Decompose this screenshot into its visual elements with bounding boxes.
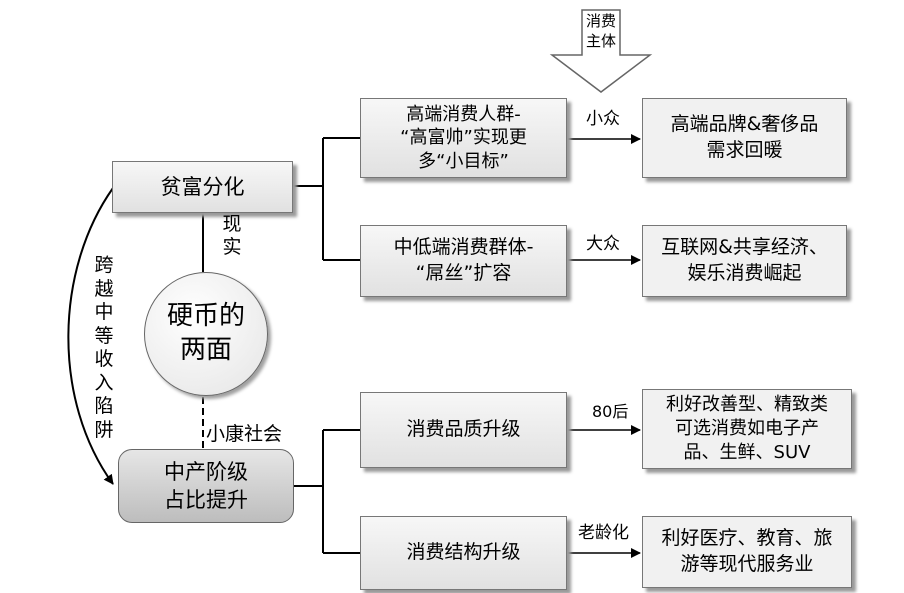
high-end-group-box: 高端消费人群- “高富帅”实现更 多“小目标” (360, 98, 567, 178)
high-end-line-1: 高端消费人群- (406, 103, 521, 125)
quality-upgrade-box: 消费品质升级 (360, 392, 567, 468)
structure-result-box: 利好医疗、教育、旅 游等现代服务业 (642, 516, 852, 588)
wealth-gap-text: 贫富分化 (160, 174, 245, 199)
middle-class-box: 中产阶级 占比提升 (118, 449, 294, 523)
wealth-gap-box: 贫富分化 (112, 161, 293, 213)
well-off-society-label: 小康社会 (206, 423, 283, 445)
reality-label: 现实 (222, 213, 242, 258)
middle-class-line-2: 占比提升 (164, 488, 248, 512)
niche-label: 小众 (586, 109, 620, 129)
structure-result-line-2: 游等现代服务业 (680, 553, 814, 575)
quality-result-line-3: 品、生鲜、SUV (683, 442, 811, 464)
consumer-subject-arrow-shape (549, 9, 653, 93)
quality-upgrade-text: 消费品质升级 (406, 418, 521, 441)
mid-low-line-1: 中低端消费群体- (393, 236, 534, 259)
coin-line-1: 硬币的 (166, 301, 245, 332)
mid-low-group-box: 中低端消费群体- “屌丝”扩容 (360, 225, 567, 297)
mid-low-line-2: “屌丝”扩容 (415, 262, 512, 284)
internet-result-line-2: 娱乐消费崛起 (687, 262, 802, 284)
quality-result-box: 利好改善型、精致类 可选消费如电子产 品、生鲜、SUV (642, 389, 852, 469)
high-end-line-2: “高富帅”实现更 (400, 127, 527, 149)
structure-upgrade-text: 消费结构升级 (406, 541, 521, 564)
consumer-subject-text: 消费主体 (585, 12, 616, 50)
middle-income-trap-label: 跨越中等收入陷阱 (94, 254, 114, 441)
middle-class-line-1: 中产阶级 (164, 459, 248, 484)
coin-line-2: 两面 (179, 335, 232, 365)
quality-result-line-2: 可选消费如电子产 (675, 417, 819, 439)
luxury-result-line-1: 高端品牌&奢侈品 (670, 113, 819, 136)
high-end-line-3: 多“小目标” (418, 150, 509, 172)
luxury-result-line-2: 需求回暖 (706, 139, 783, 161)
internet-result-box: 互联网&共享经济、 娱乐消费崛起 (642, 225, 847, 297)
coin-circle: 硬币的 两面 (144, 272, 268, 396)
quality-result-line-1: 利好改善型、精致类 (666, 393, 828, 415)
structure-upgrade-box: 消费结构升级 (360, 516, 567, 590)
mass-label: 大众 (586, 234, 620, 254)
luxury-result-box: 高端品牌&奢侈品 需求回暖 (642, 98, 847, 178)
structure-result-line-1: 利好医疗、教育、旅 (661, 527, 833, 550)
aging-label: 老龄化 (578, 523, 629, 543)
internet-result-line-1: 互联网&共享经济、 (661, 236, 828, 259)
post80-label: 80后 (592, 402, 629, 421)
